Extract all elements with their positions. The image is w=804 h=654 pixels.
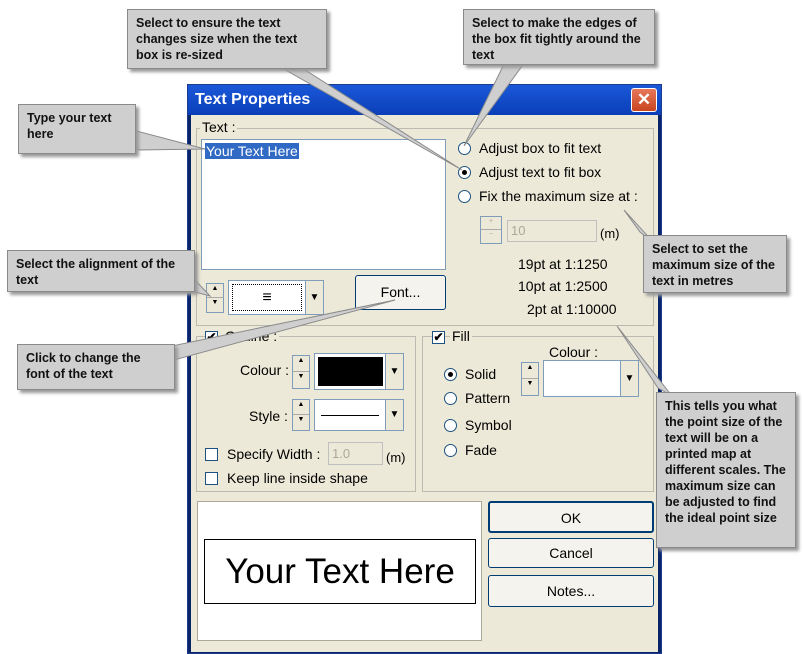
close-icon[interactable]: ✕	[631, 88, 657, 112]
line-style-preview	[321, 415, 379, 416]
text-group-label: Text :	[200, 119, 238, 135]
keep-inside-checkbox[interactable]	[205, 472, 218, 485]
text-input-value: Your Text Here	[205, 143, 299, 159]
radio-adjust-text-label: Adjust text to fit box	[479, 164, 602, 180]
alignment-dropdown[interactable]: ≡ ▼	[228, 280, 324, 315]
stepper-up-icon: ▲	[293, 356, 309, 372]
chevron-down-icon[interactable]: ▼	[385, 354, 403, 389]
fill-solid-radio[interactable]	[444, 368, 457, 381]
callout-type-text: Type your text here	[18, 104, 136, 154]
callout-max-size: Select to set the maximum size of the te…	[643, 235, 787, 293]
stepper-down-icon: −	[488, 231, 494, 238]
outline-style-dropdown[interactable]: ▼	[314, 399, 404, 431]
scale-row-3: 2pt at 1:10000	[527, 301, 617, 317]
radio-adjust-box[interactable]	[458, 142, 471, 155]
callout-alignment: Select the alignment of the text	[7, 250, 195, 292]
stepper-down-icon: ▼	[211, 299, 219, 306]
ok-button[interactable]: OK	[488, 501, 654, 533]
alignment-stepper[interactable]: ▲ ▼	[206, 283, 224, 313]
preview-text: Your Text Here	[204, 539, 476, 604]
fill-colour-stepper[interactable]: ▲ ▼	[521, 362, 539, 396]
title-bar[interactable]	[188, 85, 661, 115]
fill-fade-label: Fade	[465, 442, 497, 458]
outline-colour-dropdown[interactable]: ▼	[314, 353, 404, 390]
chevron-down-icon[interactable]: ▼	[620, 361, 638, 396]
outline-colour-swatch	[318, 357, 383, 386]
text-input[interactable]: Your Text Here	[201, 139, 446, 270]
fill-symbol-label: Symbol	[465, 417, 512, 433]
max-size-field[interactable]: 10	[507, 220, 597, 242]
cancel-button[interactable]: Cancel	[488, 538, 654, 568]
width-unit: (m)	[386, 450, 406, 465]
stepper-down-icon: ▼	[297, 416, 305, 423]
font-button[interactable]: Font...	[355, 275, 446, 310]
dialog-title: Text Properties	[195, 91, 311, 108]
fill-fade-radio[interactable]	[444, 444, 457, 457]
callout-text-resize: Select to ensure the text changes size w…	[127, 9, 327, 69]
fill-group	[422, 336, 654, 492]
max-size-stepper[interactable]: + −	[480, 216, 502, 244]
callout-box-fit: Select to make the edges of the box fit …	[463, 9, 655, 65]
specify-width-label: Specify Width :	[227, 446, 321, 462]
fill-label: Fill	[450, 328, 472, 344]
fill-checkbox[interactable]: ✔	[432, 330, 445, 344]
keep-inside-label: Keep line inside shape	[227, 470, 368, 486]
scale-row-2: 10pt at 1:2500	[518, 278, 608, 294]
max-size-unit: (m)	[600, 226, 620, 241]
radio-adjust-box-label: Adjust box to fit text	[479, 140, 602, 156]
radio-fix-max-label: Fix the maximum size at :	[479, 188, 638, 204]
fill-colour-label: Colour :	[549, 344, 599, 360]
stepper-up-icon: ▲	[522, 363, 538, 379]
fill-symbol-radio[interactable]	[444, 419, 457, 432]
chevron-down-icon[interactable]: ▼	[305, 281, 323, 314]
notes-button[interactable]: Notes...	[488, 575, 654, 607]
outline-colour-label: Colour :	[240, 362, 290, 378]
outline-colour-stepper[interactable]: ▲ ▼	[292, 355, 310, 389]
stepper-up-icon: ▲	[207, 284, 223, 298]
stepper-down-icon: ▼	[526, 380, 534, 387]
fill-solid-label: Solid	[465, 366, 497, 382]
radio-fix-max[interactable]	[458, 190, 471, 203]
align-center-icon: ≡	[232, 284, 302, 311]
callout-font: Click to change the font of the text	[17, 344, 175, 390]
stepper-up-icon: ▲	[293, 400, 309, 415]
width-field[interactable]: 1.0	[328, 442, 383, 465]
fill-pattern-radio[interactable]	[444, 392, 457, 405]
outline-style-stepper[interactable]: ▲ ▼	[292, 399, 310, 431]
fill-colour-dropdown[interactable]: ▼	[543, 360, 639, 397]
callout-point-size: This tells you what the point size of th…	[656, 392, 796, 548]
outline-group	[196, 336, 416, 492]
outline-style-label: Style :	[249, 408, 288, 424]
fill-pattern-label: Pattern	[465, 390, 511, 406]
preview-pane: Your Text Here	[197, 501, 482, 641]
stepper-up-icon: +	[481, 217, 501, 230]
stepper-down-icon: ▼	[297, 373, 305, 380]
specify-width-checkbox[interactable]	[205, 448, 218, 461]
text-group	[196, 128, 654, 326]
chevron-down-icon[interactable]: ▼	[385, 400, 403, 430]
scale-row-1: 19pt at 1:1250	[518, 256, 608, 272]
